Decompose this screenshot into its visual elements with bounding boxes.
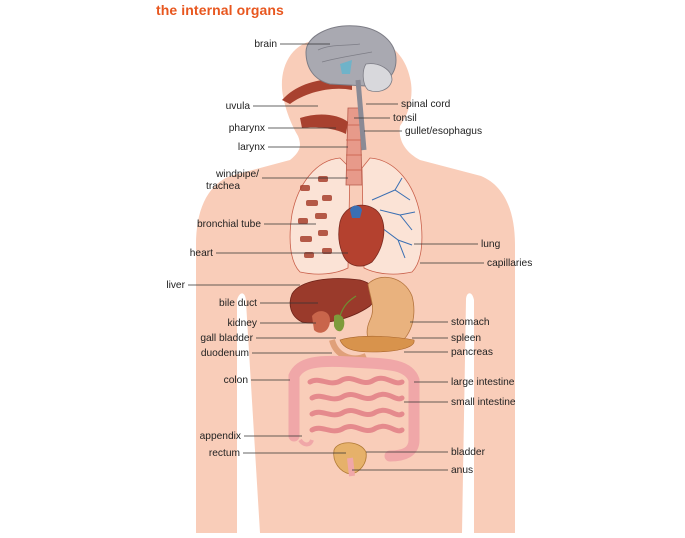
label-brain: brain	[254, 39, 277, 50]
windpipe	[345, 107, 363, 186]
large-intestine-organ	[288, 355, 420, 462]
label-stomach: stomach	[451, 317, 490, 328]
nasal-cavity	[282, 79, 352, 104]
label-spinal-cord: spinal cord	[401, 99, 451, 110]
label-kidney: kidney	[228, 318, 258, 329]
pancreas-organ	[339, 335, 415, 353]
label-pancreas: pancreas	[451, 347, 493, 358]
label-bladder: bladder	[451, 447, 486, 458]
label-heart: heart	[190, 248, 213, 259]
label-large-intestine: large intestine	[451, 377, 515, 388]
label-bile-duct: bile duct	[219, 298, 257, 309]
label-windpipe-line1: windpipe/	[215, 169, 259, 180]
label-duodenum: duodenum	[201, 348, 249, 359]
appendix-organ	[298, 438, 314, 447]
tongue	[300, 114, 348, 134]
rectum-organ	[347, 457, 355, 477]
lungs	[289, 157, 423, 275]
label-appendix: appendix	[200, 431, 241, 442]
label-gullet: gullet/esophagus	[405, 126, 482, 137]
small-intestine-organ	[307, 375, 405, 434]
label-pharynx: pharynx	[229, 123, 265, 134]
leader-lines-right	[352, 103, 484, 471]
label-bronchial-tube: bronchial tube	[197, 219, 261, 230]
label-colon: colon	[224, 375, 248, 386]
label-tonsil: tonsil	[393, 113, 417, 124]
leader-lines-left	[188, 43, 348, 454]
liver-organ	[289, 278, 376, 324]
label-uvula: uvula	[226, 101, 251, 112]
label-gall-bladder: gall bladder	[200, 333, 253, 344]
label-small-intestine: small intestine	[451, 397, 516, 408]
label-rectum: rectum	[209, 448, 240, 459]
brain-organ	[305, 25, 397, 92]
heart-organ	[338, 204, 385, 267]
diagram-title: the internal organs	[156, 2, 284, 18]
label-spleen: spleen	[451, 333, 481, 344]
spinal-cord-organ	[355, 79, 367, 151]
gall-bladder-organ	[334, 314, 345, 332]
label-windpipe-line2: trachea	[206, 181, 240, 192]
label-liver: liver	[166, 280, 185, 291]
label-anus: anus	[451, 465, 473, 476]
label-larynx: larynx	[238, 142, 265, 153]
label-lung: lung	[481, 239, 501, 250]
label-capillaries: capillaries	[487, 258, 532, 269]
kidney-organ	[312, 311, 330, 333]
